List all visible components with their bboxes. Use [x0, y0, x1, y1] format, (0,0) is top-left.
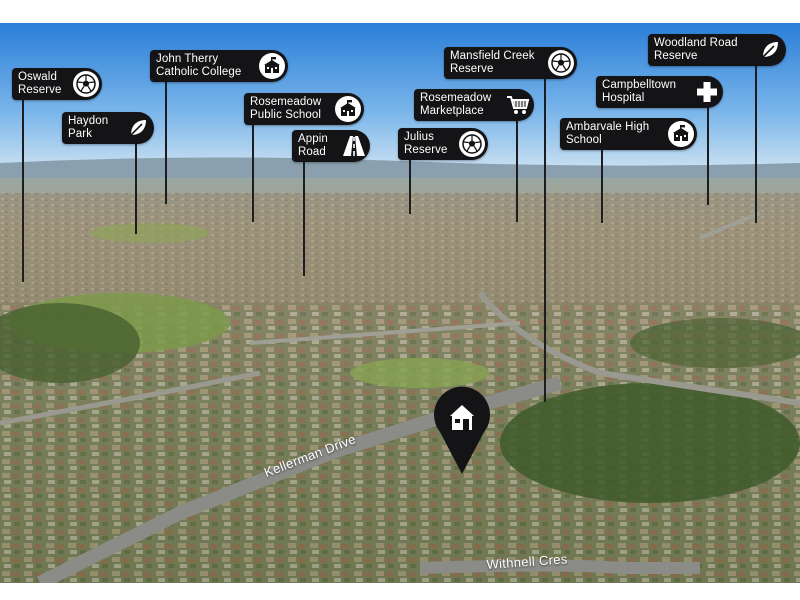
- soccer-ball-icon: [548, 50, 574, 76]
- poi-tag-haydon-park: Haydon Park: [62, 112, 154, 144]
- poi-tag-campbelltown-hospital: Campbelltown Hospital: [596, 76, 723, 108]
- poi-stem: [755, 65, 757, 223]
- poi-label: Appin Road: [298, 133, 328, 158]
- property-marker: [432, 386, 492, 476]
- leaf-icon: [125, 115, 151, 141]
- poi-tag-julius-reserve: Julius Reserve: [398, 128, 488, 160]
- school-icon: [668, 121, 694, 147]
- poi-tag-oswald-reserve: Oswald Reserve: [12, 68, 102, 100]
- poi-stem: [165, 80, 167, 204]
- medical-cross-icon: [694, 79, 720, 105]
- poi-stem: [303, 160, 305, 276]
- poi-label: Julius Reserve: [404, 131, 448, 156]
- poi-label: Oswald Reserve: [18, 71, 62, 96]
- poi-tag-mansfield-creek-reserve: Mansfield Creek Reserve: [444, 47, 577, 79]
- poi-tag-john-therry-catholic-college: John Therry Catholic College: [150, 50, 288, 82]
- poi-stem: [135, 142, 137, 234]
- poi-label: Rosemeadow Marketplace: [420, 92, 492, 117]
- road-icon: [341, 133, 367, 159]
- poi-stem: [252, 122, 254, 222]
- soccer-ball-icon: [459, 131, 485, 157]
- poi-tag-appin-road: Appin Road: [292, 130, 370, 162]
- poi-tag-ambarvale-high-school: Ambarvale High School: [560, 118, 697, 150]
- poi-label: Rosemeadow Public School: [250, 96, 322, 121]
- poi-tag-rosemeadow-public-school: Rosemeadow Public School: [244, 93, 364, 125]
- poi-stem: [516, 118, 518, 222]
- poi-stem: [409, 158, 411, 214]
- school-icon: [259, 53, 285, 79]
- poi-tag-woodland-road-reserve: Woodland Road Reserve: [648, 34, 786, 66]
- leaf-icon: [757, 37, 783, 63]
- shopping-cart-icon: [505, 92, 531, 118]
- poi-stem: [707, 107, 709, 205]
- aerial-photo: [0, 23, 800, 583]
- house-icon: [434, 386, 490, 474]
- poi-label: Mansfield Creek Reserve: [450, 50, 535, 75]
- poi-stem: [22, 96, 24, 282]
- soccer-ball-icon: [73, 71, 99, 97]
- poi-label: Woodland Road Reserve: [654, 37, 738, 62]
- poi-stem: [601, 149, 603, 223]
- poi-label: John Therry Catholic College: [156, 53, 242, 78]
- poi-label: Campbelltown Hospital: [602, 79, 677, 104]
- school-icon: [335, 96, 361, 122]
- poi-stem: [544, 78, 546, 402]
- poi-label: Ambarvale High School: [566, 121, 650, 146]
- poi-tag-rosemeadow-marketplace: Rosemeadow Marketplace: [414, 89, 534, 121]
- poi-label: Haydon Park: [68, 115, 109, 140]
